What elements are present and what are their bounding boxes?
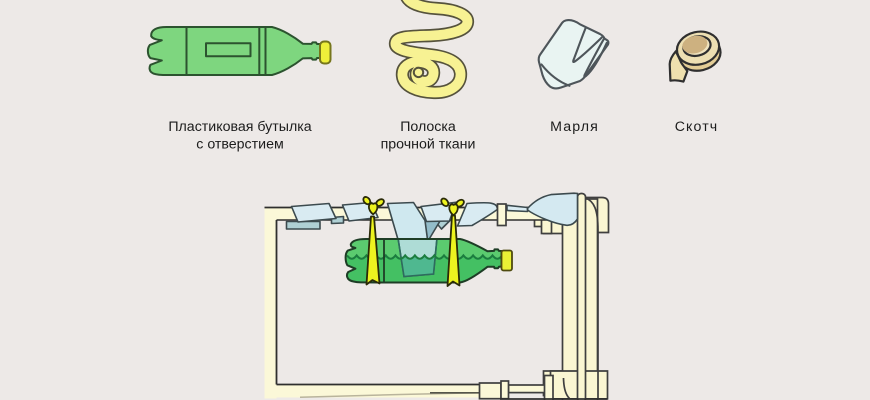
svg-text:прочной ткани: прочной ткани — [381, 137, 476, 153]
svg-text:Скотч: Скотч — [675, 119, 719, 135]
svg-text:Пластиковая бутылка: Пластиковая бутылка — [168, 119, 311, 135]
svg-text:Полоска: Полоска — [400, 119, 456, 135]
svg-text:с отверстием: с отверстием — [196, 137, 283, 153]
svg-text:Марля: Марля — [550, 119, 599, 135]
